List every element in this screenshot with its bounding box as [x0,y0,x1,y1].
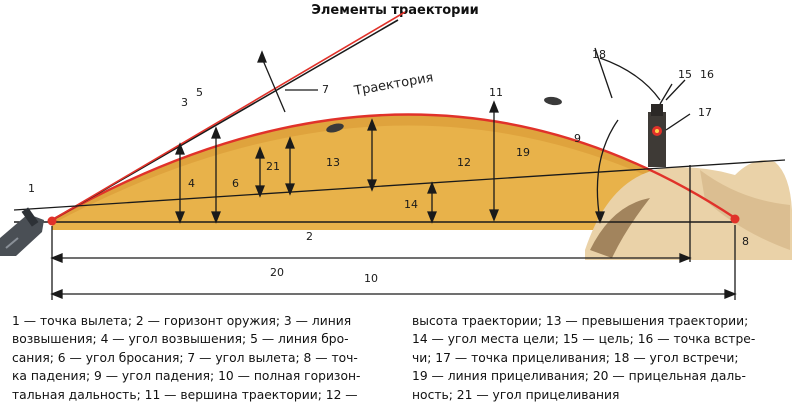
distance-lines [50,165,737,300]
trajectory-area-shade [52,114,735,224]
target-figure-icon [648,104,666,167]
legend-left-line: сания; 6 — угол бросания; 7 — угол вылет… [12,350,358,365]
line-of-departure [51,11,406,221]
label-3: 3 [181,96,188,109]
trajectory-label: Траектория [352,70,434,99]
label-6: 6 [232,177,239,190]
label-7: 7 [322,83,329,96]
impact-point [730,214,740,224]
legend-right-line: чи; 17 — точка прицеливания; 18 — угол в… [412,350,739,365]
bullet-icon [544,96,562,106]
label-18: 18 [592,48,606,61]
label-9: 9 [574,132,581,145]
legend-left-line: 1 — точка вылета; 2 — горизонт оружия; 3… [12,314,352,328]
label-10: 10 [364,272,378,285]
label-19: 19 [516,146,530,159]
hill [585,160,792,260]
label-8: 8 [742,235,749,248]
legend-right-line: ность; 21 — угол прицеливания [412,387,620,402]
label-14: 14 [404,198,418,211]
line-of-sight [13,159,786,211]
dimension-lines [175,47,691,224]
label-11: 11 [489,86,503,99]
hill-slope [700,170,790,250]
legend-right: высота траектории; 13 — превышения траек… [412,312,784,404]
trajectory-diagram: Элементы траектории [0,3,792,300]
departure-point [47,216,57,226]
label-13: 13 [326,156,340,169]
bullet-icon [326,123,344,133]
hill-shadow [590,198,650,258]
trajectory-curve [51,113,736,222]
label-16: 16 [700,68,714,81]
label-20: 20 [270,266,284,279]
legend-right-line: 19 — линия прицеливания; 20 — прицельная… [412,369,746,384]
diagram-title: Элементы траектории [311,3,478,18]
legend-right-line: высота траектории; 13 — превышения траек… [412,314,749,328]
label-12: 12 [457,156,471,169]
legend-left-line: тальная дальность; 11 — вершина траектор… [12,387,358,402]
legend-left-line: ка падения; 9 — угол падения; 10 — полна… [12,369,361,384]
label-17: 17 [698,106,712,119]
label-21: 21 [266,160,280,173]
legend-left: 1 — точка вылета; 2 — горизонт оружия; 3… [12,312,392,404]
label-1: 1 [28,182,35,195]
legend-right-line: 14 — угол места цели; 15 — цель; 16 — то… [412,332,756,347]
legend-left-line: возвышения; 4 — угол возвышения; 5 — лин… [12,332,349,347]
rifle-muzzle-icon [0,207,44,256]
label-15: 15 [678,68,692,81]
label-2: 2 [306,230,313,243]
label-5: 5 [196,86,203,99]
label-4: 4 [188,177,195,190]
